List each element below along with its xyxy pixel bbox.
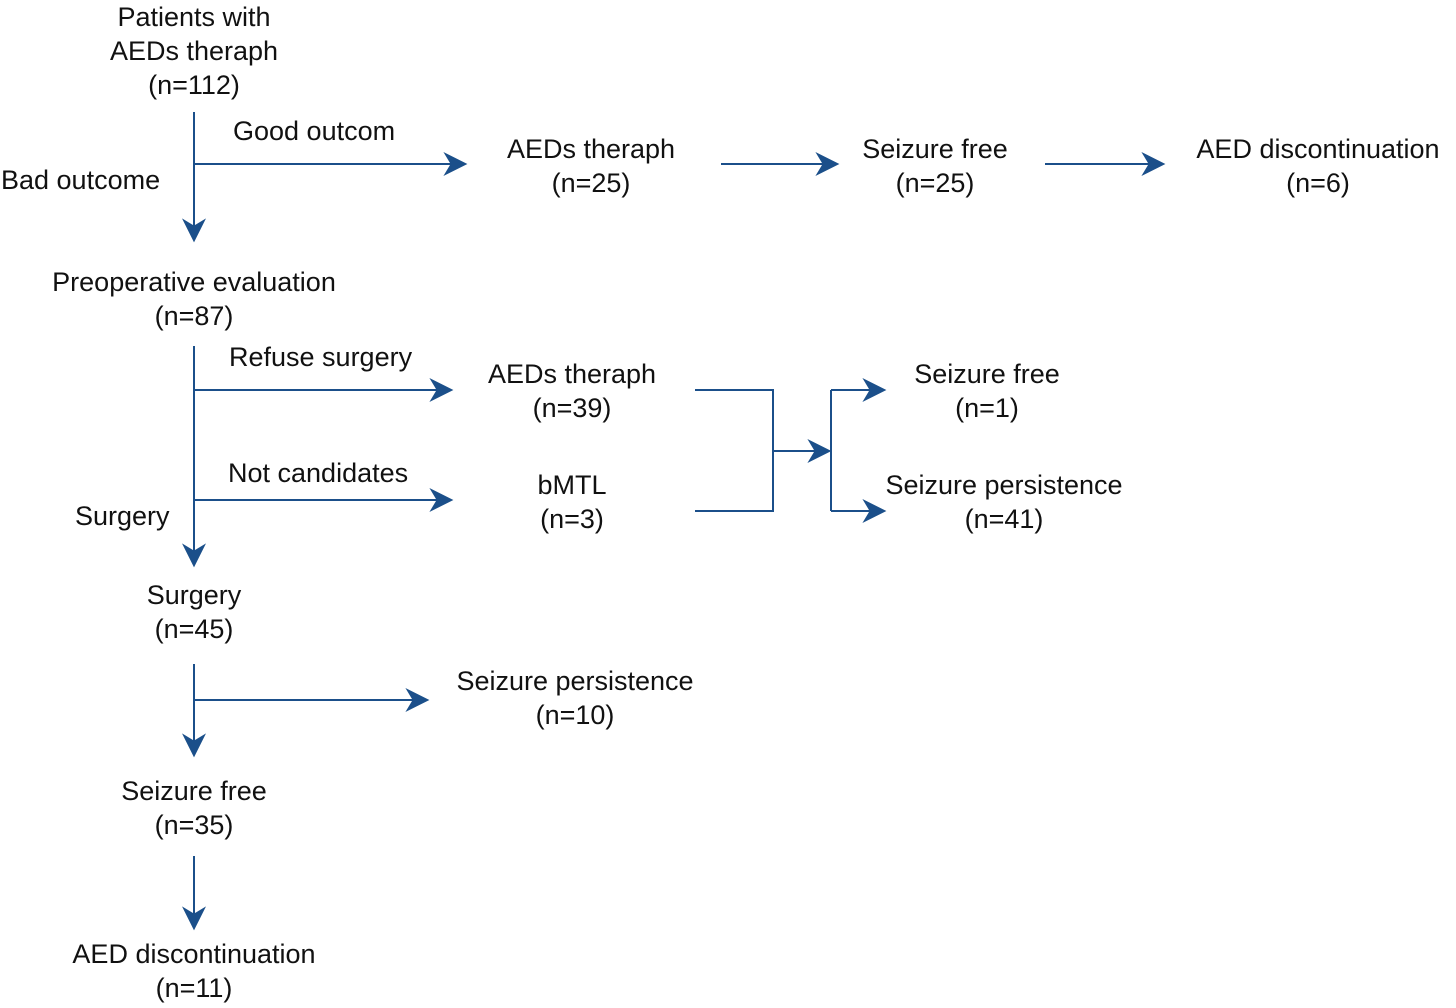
node-aed-discontinuation-good-line-2: (n=6)	[1286, 168, 1350, 198]
node-seizure-persistence-nonsurgical-line-1: Seizure persistence	[885, 470, 1123, 500]
node-seizure-free-good-line-2: (n=25)	[895, 168, 975, 198]
edge-label-bad-outcome: Bad outcome	[1, 165, 161, 195]
node-aeds-good: AEDs theraph (n=25)	[507, 132, 675, 200]
node-bmtl-line-1: bMTL	[537, 470, 607, 500]
node-aeds-good-line-1: AEDs theraph	[506, 134, 676, 164]
node-aeds-refuse-line-1: AEDs theraph	[487, 359, 657, 389]
node-seizure-persistence-surgical-line-2: (n=10)	[535, 700, 615, 730]
node-surgery-line-1: Surgery	[146, 580, 242, 610]
edge-label-surgery: Surgery	[75, 501, 170, 531]
node-seizure-persistence-surgical-line-1: Seizure persistence	[456, 666, 694, 696]
node-seizure-persistence-nonsurgical-line-2: (n=41)	[964, 504, 1044, 534]
node-seizure-free-good: Seizure free (n=25)	[862, 132, 1008, 200]
node-patients: Patients with AEDs theraph (n=112)	[110, 0, 278, 102]
node-seizure-free-nonsurgical: Seizure free (n=1)	[914, 357, 1060, 425]
node-surgery-line-2: (n=45)	[154, 614, 234, 644]
node-seizure-persistence-nonsurgical: Seizure persistence (n=41)	[885, 468, 1122, 536]
node-patients-line-3: (n=112)	[148, 70, 240, 100]
node-aed-discontinuation-surgical-line-2: (n=11)	[155, 973, 233, 1003]
node-seizure-free-nonsurgical-line-2: (n=1)	[955, 393, 1019, 423]
edge-bracket-left	[695, 389, 774, 512]
node-aed-discontinuation-surgical: AED discontinuation (n=11)	[72, 937, 315, 1005]
node-aeds-refuse: AEDs theraph (n=39)	[488, 357, 656, 425]
node-aed-discontinuation-good-line-1: AED discontinuation	[1196, 134, 1440, 164]
node-aed-discontinuation-surgical-line-1: AED discontinuation	[72, 939, 316, 969]
edge-label-good-outcome: Good outcom	[233, 116, 396, 146]
node-seizure-free-surgical-line-1: Seizure free	[121, 776, 267, 806]
node-preoperative-evaluation: Preoperative evaluation (n=87)	[52, 265, 336, 333]
node-preoperative-evaluation-line-2: (n=87)	[154, 301, 234, 331]
node-seizure-persistence-surgical: Seizure persistence (n=10)	[456, 664, 693, 732]
node-surgery: Surgery (n=45)	[147, 578, 242, 646]
node-aeds-good-line-2: (n=25)	[551, 168, 631, 198]
node-seizure-free-good-line-1: Seizure free	[862, 134, 1008, 164]
node-aed-discontinuation-good: AED discontinuation (n=6)	[1196, 132, 1439, 200]
node-aeds-refuse-line-2: (n=39)	[532, 393, 612, 423]
node-bmtl-line-2: (n=3)	[540, 504, 604, 534]
edge-label-refuse-surgery: Refuse surgery	[229, 342, 413, 372]
node-patients-line-1: Patients with	[117, 2, 271, 32]
node-bmtl: bMTL (n=3)	[537, 468, 606, 536]
node-patients-line-2: AEDs theraph	[109, 36, 279, 66]
node-preoperative-evaluation-line-1: Preoperative evaluation	[52, 267, 336, 297]
node-seizure-free-nonsurgical-line-1: Seizure free	[914, 359, 1060, 389]
node-seizure-free-surgical-line-2: (n=35)	[154, 810, 234, 840]
node-seizure-free-surgical: Seizure free (n=35)	[121, 774, 267, 842]
edge-label-not-candidates: Not candidates	[228, 458, 409, 488]
